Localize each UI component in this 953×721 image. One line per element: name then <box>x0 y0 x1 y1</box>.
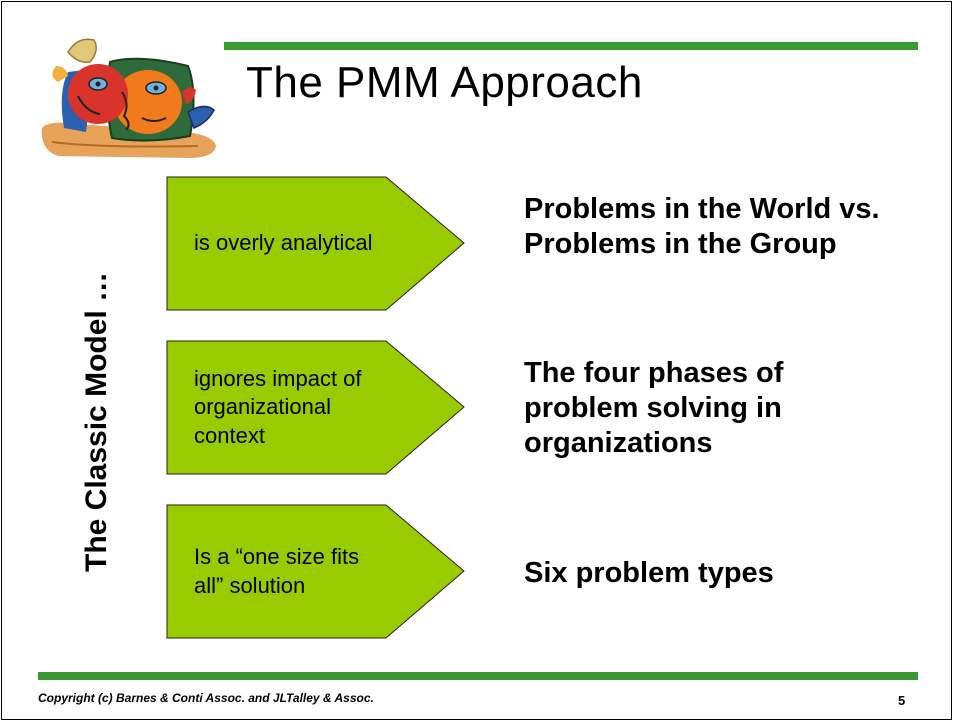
pmm-point-1: Problems in the World vs. Problems in th… <box>524 193 880 260</box>
page-number: 5 <box>898 693 906 708</box>
logo-illustration-icon <box>41 38 216 158</box>
criticism-box-2: ignores impact of organizational context <box>166 340 466 475</box>
pmm-point-3: Six problem types <box>524 557 774 589</box>
criticism-text-2: ignores impact of organizational context <box>194 365 362 448</box>
pentagon-shape-3 <box>166 504 465 639</box>
title-accent-rule <box>224 42 918 50</box>
copyright-text: Copyright (c) Barnes & Conti Assoc. and … <box>38 691 374 705</box>
pentagon-shape-2 <box>166 340 465 475</box>
criticism-text-1: is overly analytical <box>194 230 373 256</box>
pmm-point-2: The four phases of problem solving in or… <box>524 357 784 459</box>
footer-accent-rule <box>38 672 918 680</box>
criticism-box-3: Is a “one size fits all” solution <box>166 504 466 639</box>
side-label: The Classic Model … <box>80 271 113 572</box>
criticism-text-3: Is a “one size fits all” solution <box>194 543 360 598</box>
slide-title: The PMM Approach <box>246 58 643 107</box>
criticism-box-1: is overly analytical <box>166 176 466 311</box>
pentagon-shape-1 <box>166 176 465 311</box>
